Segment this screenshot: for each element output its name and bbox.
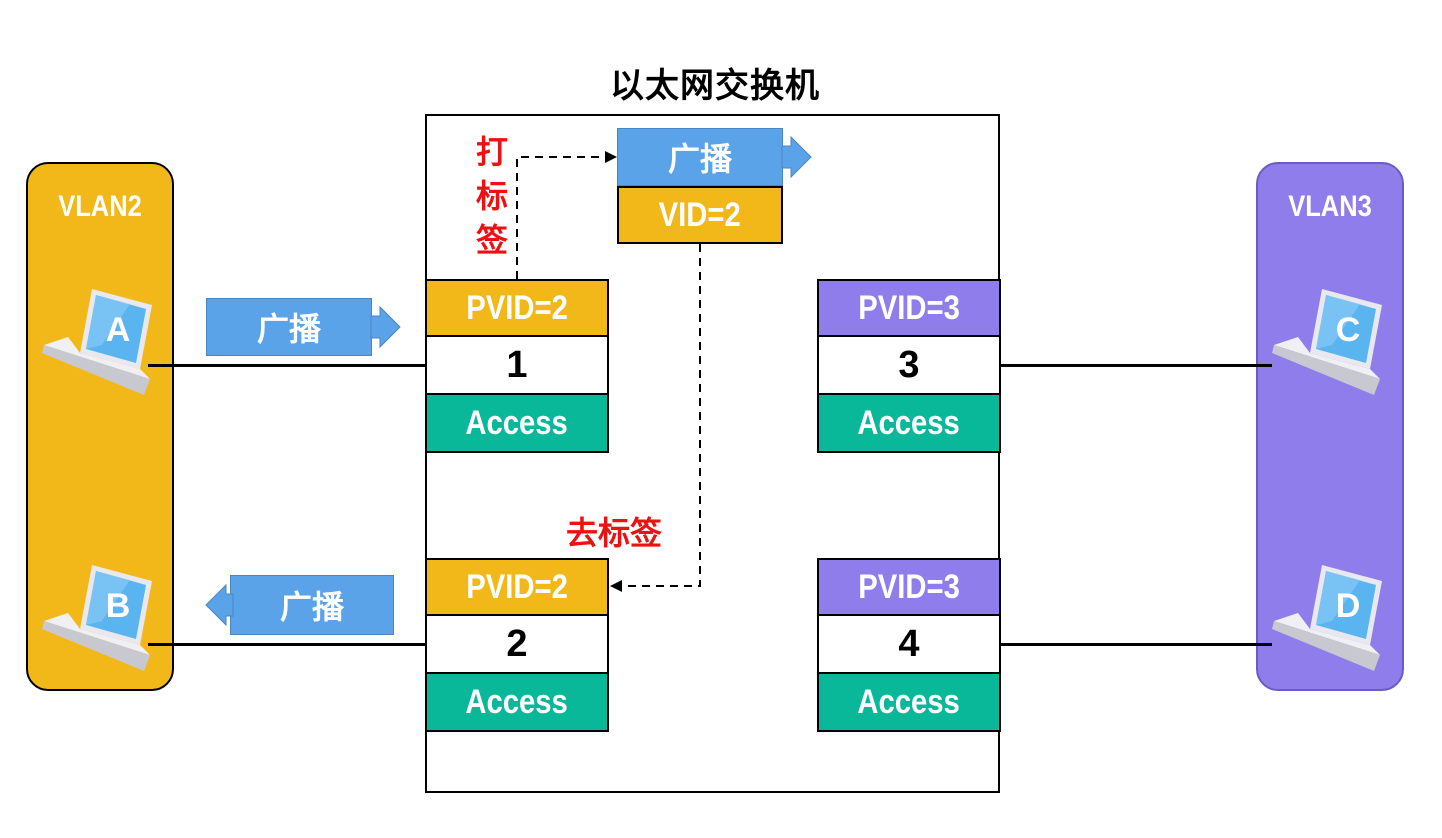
link-a-port1	[148, 364, 427, 367]
host-a: A	[42, 289, 152, 395]
port-3-pvid: PVID=3	[817, 279, 1001, 337]
host-d: D	[1272, 565, 1382, 671]
port-1-pvid: PVID=2	[425, 279, 609, 337]
port-3-mode: Access	[817, 395, 1001, 453]
port-2-pvid: PVID=2	[425, 558, 609, 616]
host-c-label: C	[1336, 311, 1361, 349]
arrow-head-icon	[605, 151, 617, 163]
host-b: B	[42, 565, 152, 671]
port-4-number: 4	[817, 616, 1001, 674]
link-port3-c	[1000, 364, 1272, 367]
port-3[interactable]: PVID=3 3 Access	[817, 279, 1001, 453]
host-d-label: D	[1336, 587, 1361, 625]
port-4-pvid: PVID=3	[817, 558, 1001, 616]
host-b-label: B	[106, 587, 131, 625]
arrow-right-icon	[781, 136, 812, 178]
link-b-port2	[148, 643, 427, 646]
laptop-icon[interactable]: A	[40, 287, 156, 399]
port-2-mode: Access	[425, 674, 609, 732]
vlan2-label: VLAN2	[58, 190, 142, 223]
port-1-mode: Access	[425, 395, 609, 453]
link-port4-d	[1000, 643, 1272, 646]
tagged-frame-payload: 广播	[617, 128, 783, 186]
host-a-label: A	[106, 311, 131, 349]
port-4-mode: Access	[817, 674, 1001, 732]
port-3-number: 3	[817, 337, 1001, 395]
port-1[interactable]: PVID=2 1 Access	[425, 279, 609, 453]
switch-title: 以太网交换机	[610, 67, 820, 105]
tagged-frame-vid: VID=2	[617, 186, 783, 244]
laptop-icon[interactable]: B	[40, 563, 156, 675]
laptop-icon[interactable]: D	[1270, 563, 1386, 675]
untag-flow-line	[620, 244, 701, 587]
arrow-head-icon	[610, 580, 622, 592]
laptop-icon[interactable]: C	[1270, 287, 1386, 399]
outgoing-broadcast-frame: 广播	[230, 575, 394, 635]
untag-annotation: 去标签	[566, 515, 663, 551]
port-4[interactable]: PVID=3 4 Access	[817, 558, 1001, 732]
tag-annotation: 打 标 签	[475, 134, 508, 258]
port-2-number: 2	[425, 616, 609, 674]
arrow-left-icon	[205, 584, 234, 626]
arrow-right-icon	[370, 306, 401, 348]
port-2[interactable]: PVID=2 2 Access	[425, 558, 609, 732]
incoming-broadcast-frame: 广播	[206, 298, 372, 356]
host-c: C	[1272, 289, 1382, 395]
port-1-number: 1	[425, 337, 609, 395]
tag-flow-line	[516, 156, 608, 279]
vlan3-label: VLAN3	[1288, 190, 1372, 223]
